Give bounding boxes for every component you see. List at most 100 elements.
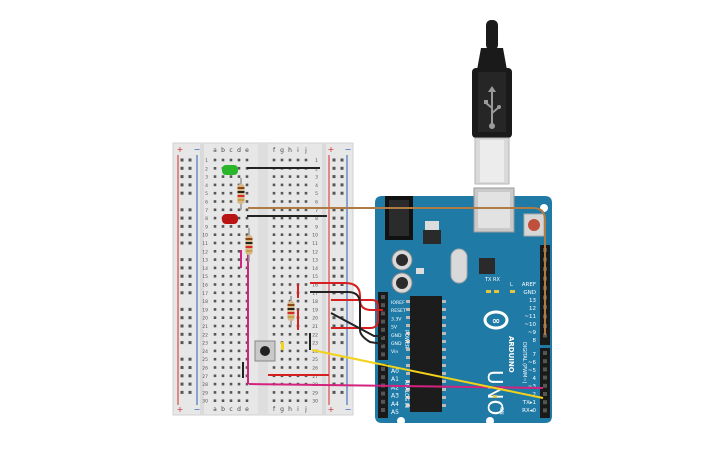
rail-symbol-bottom: − (194, 405, 201, 414)
row-number-left: 17 (202, 291, 208, 297)
digital-pin-label: 4 (533, 376, 537, 382)
row-number-left: 29 (202, 390, 208, 396)
row-number-right: 15 (312, 274, 318, 280)
wire-red-5v-b (331, 299, 379, 329)
analog-pin-label: A4 (391, 401, 399, 408)
row-number-right: 21 (312, 324, 318, 330)
row-number-left: 16 (202, 283, 208, 289)
power-pin-label: GND (391, 341, 402, 347)
analog-pin-label: A3 (391, 393, 399, 400)
row-number-right: 25 (312, 357, 318, 363)
row-number-right: 6 (315, 200, 318, 206)
rail-symbol-top: + (177, 145, 184, 154)
analog-pin-label: A2 (391, 384, 399, 391)
column-letter-bottom: f (273, 406, 276, 413)
resistor-red-led[interactable] (245, 228, 253, 262)
power-pin-label: 3.3V (391, 316, 402, 322)
led-red[interactable] (222, 214, 238, 224)
on-label: ON (498, 407, 504, 415)
row-number-right: 30 (312, 399, 318, 405)
digital-pin-label: ~9 (528, 330, 537, 336)
row-number-right: 13 (312, 258, 318, 264)
rail-symbol-top: − (194, 145, 201, 154)
row-number-left: 15 (202, 274, 208, 280)
row-number-right: 20 (312, 316, 318, 322)
row-number-left: 3 (205, 175, 208, 181)
row-number-left: 22 (202, 332, 208, 338)
row-number-right: 7 (315, 208, 318, 214)
rail-symbol-bottom: − (345, 405, 352, 414)
analog-header (378, 364, 388, 418)
column-letter-top: c (229, 147, 232, 154)
column-letter-top: h (288, 147, 292, 154)
rail-symbol-bottom: + (328, 405, 335, 414)
row-number-right: 8 (315, 216, 318, 222)
digital-pin-label: RX◂0 (522, 408, 536, 414)
resistor-green-led[interactable] (237, 178, 245, 210)
column-letter-bottom: a (213, 406, 217, 413)
column-letter-bottom: b (221, 406, 225, 413)
push-button[interactable] (254, 340, 284, 362)
column-letter-bottom: h (288, 406, 292, 413)
row-number-right: 27 (312, 374, 318, 380)
row-number-left: 9 (205, 224, 208, 230)
column-letter-top: d (237, 147, 241, 154)
power-header-label: POWER (403, 330, 409, 349)
svg-text:∞: ∞ (492, 316, 500, 327)
row-number-right: 22 (312, 332, 318, 338)
row-number-left: 5 (205, 191, 208, 197)
power-header (378, 292, 388, 360)
pin-labels: IOREFRESET3.3V5VGNDGNDVinA0A1A2A3A4A5ARE… (391, 282, 537, 416)
resistor-button[interactable] (287, 296, 295, 326)
row-number-left: 13 (202, 258, 208, 264)
led-green[interactable] (222, 165, 238, 175)
row-number-right: 3 (315, 175, 318, 181)
row-number-right: 4 (315, 183, 318, 189)
column-letter-top: f (273, 147, 276, 154)
power-pin-label: GND (391, 333, 402, 339)
row-number-left: 2 (205, 166, 208, 172)
column-letter-top: g (280, 147, 284, 154)
row-number-right: 12 (312, 249, 318, 255)
row-number-right: 9 (315, 224, 318, 230)
column-letter-bottom: d (237, 406, 241, 413)
wire-yellow-pin3 (311, 349, 544, 399)
led-label-l: L (510, 282, 513, 288)
column-letter-top: b (221, 147, 225, 154)
row-number-left: 18 (202, 299, 208, 305)
row-number-right: 29 (312, 390, 318, 396)
column-letter-top: j (304, 147, 307, 154)
row-number-right: 1 (315, 158, 318, 164)
digital-pin-label: 8 (533, 338, 537, 344)
power-pin-label: IOREF (391, 300, 405, 306)
row-number-left: 1 (205, 158, 208, 164)
analog-header-label: ANALOG IN (403, 380, 409, 408)
arduino-logo-icon: ∞ (483, 310, 509, 330)
row-number-left: 11 (202, 241, 208, 247)
row-number-right: 17 (312, 291, 318, 297)
power-pin-label: RESET (391, 308, 406, 314)
row-number-left: 26 (202, 366, 208, 372)
arduino-uno-board: ∞ ARDUINO UNO TX RX L ON IOREFRESET3.3V5… (375, 187, 552, 425)
row-number-left: 12 (202, 249, 208, 255)
row-number-left: 7 (205, 208, 208, 214)
arduino-model: UNO (483, 370, 507, 415)
rail-symbol-bottom: + (177, 405, 184, 414)
analog-pin-label: A0 (391, 368, 399, 375)
row-number-left: 14 (202, 266, 208, 272)
row-number-left: 24 (202, 349, 208, 355)
arduino-brand: ARDUINO (507, 336, 515, 373)
column-letter-bottom: i (297, 406, 299, 413)
wire-black-gnd-a (330, 312, 383, 337)
row-number-right: 10 (312, 233, 318, 239)
row-number-left: 23 (202, 341, 208, 347)
digital-pin-label: TX▸1 (522, 400, 536, 406)
led-label-tx: TX (484, 277, 492, 283)
rail-symbol-top: − (345, 145, 352, 154)
digital-pin-label: 12 (529, 306, 536, 312)
digital-pin-label: AREF (522, 282, 536, 288)
power-pin-label: Vin (391, 349, 398, 355)
breadboard-components (222, 165, 329, 378)
column-letter-top: a (213, 147, 217, 154)
